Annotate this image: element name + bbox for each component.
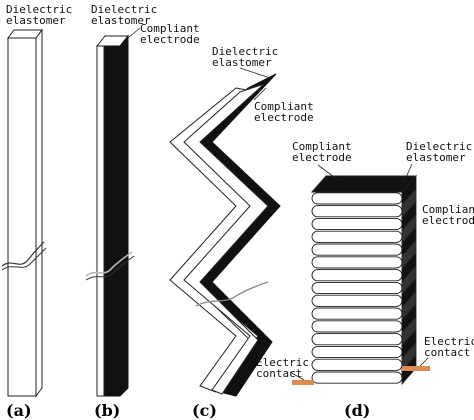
stack-layer <box>311 217 403 231</box>
wire-a <box>1 241 45 267</box>
pointer-d-contact-left <box>289 371 305 381</box>
wire-a-loop <box>1 247 47 271</box>
wire-c <box>195 281 269 307</box>
stack-layers <box>311 174 417 386</box>
stack-layer <box>311 269 403 282</box>
wire-b <box>85 251 133 277</box>
stack-layer <box>311 256 403 269</box>
caption-d: (d) <box>344 401 370 420</box>
stack-layer <box>311 281 403 295</box>
strip-a-front <box>7 37 37 397</box>
pointer-c-electrode <box>253 87 267 101</box>
strip-b-front <box>96 45 105 397</box>
caption-a: (a) <box>6 401 32 420</box>
caption-c: (c) <box>192 401 217 420</box>
stack-top <box>310 175 418 193</box>
caption-b: (b) <box>94 401 120 420</box>
stack-layer <box>311 320 403 333</box>
stack-layer <box>311 294 403 307</box>
pointer-d-electrode <box>317 164 339 181</box>
strip-a-side <box>35 28 43 398</box>
stack-layer <box>311 307 403 320</box>
contact-right <box>402 366 430 371</box>
contact-left <box>292 380 314 385</box>
stack-layer <box>311 230 403 243</box>
stack-layer <box>311 192 403 205</box>
pointer-d-dielectric <box>403 163 413 183</box>
stack-layer <box>311 358 403 371</box>
pointer-b-electrode <box>127 27 141 39</box>
wire-b-loop <box>85 255 135 281</box>
stack-layer <box>311 243 403 256</box>
strip-b-electrode <box>103 34 129 397</box>
stack-layer <box>311 205 403 218</box>
stack-layer <box>311 371 403 384</box>
pointer-d-contact-right <box>419 357 429 367</box>
zigzag-c-inner <box>183 83 269 395</box>
pointer-c-dielectric <box>239 67 271 79</box>
stack-layer <box>311 333 403 346</box>
stack-layer <box>311 345 403 359</box>
